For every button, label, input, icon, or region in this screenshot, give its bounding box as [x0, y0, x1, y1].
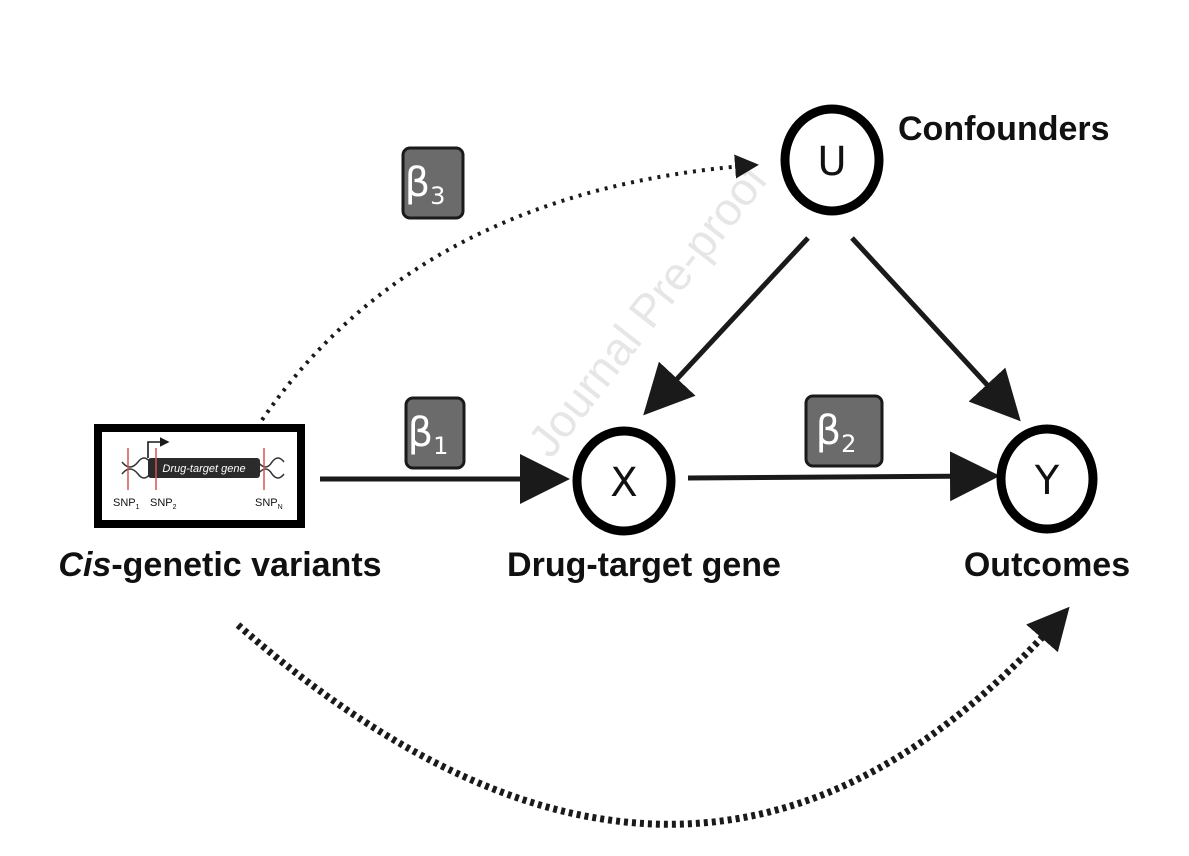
node-y-letter: Y	[1034, 458, 1060, 504]
beta-3-sub: 3	[430, 182, 445, 210]
beta-2-sub: 2	[841, 430, 856, 458]
variants-label: Cis-genetic variants	[58, 546, 381, 584]
beta-1-symbol: β	[408, 410, 434, 456]
arrow-variants-to-y	[235, 606, 1070, 828]
gene-bar-label: Drug-target gene	[162, 463, 245, 475]
svg-text:β3: β3	[405, 160, 446, 210]
arrow-u-to-y	[850, 236, 1021, 422]
svg-text:β2: β2	[816, 408, 857, 458]
snp-1-label: SNP1	[113, 497, 140, 511]
beta-2-symbol: β	[816, 408, 842, 454]
gene-bar	[148, 458, 260, 478]
node-x-label: Drug-target gene	[507, 546, 781, 584]
beta-3-badge: β3	[401, 146, 465, 220]
variants-label-italic: Cis	[58, 546, 111, 584]
arrow-u-to-x	[643, 236, 810, 416]
beta-3-symbol: β	[405, 160, 431, 206]
arrow-variants-to-u	[260, 154, 759, 422]
beta-1-sub: 1	[433, 432, 448, 460]
node-u-letter: U	[817, 139, 846, 185]
variants-label-rest: -genetic variants	[111, 546, 381, 584]
snp-2-label: SNP2	[150, 497, 177, 511]
svg-text:β1: β1	[408, 410, 449, 460]
dna-icon-right	[257, 457, 285, 479]
node-y-label: Outcomes	[964, 546, 1130, 584]
variants-box: Drug-target gene SNP1 SNP2 SNPN	[94, 424, 305, 528]
snp-n-label: SNPN	[255, 497, 283, 511]
node-y: Y	[996, 424, 1098, 534]
node-x-letter: X	[610, 460, 637, 506]
dna-icon-left	[121, 457, 151, 479]
beta-2-badge: β2	[804, 394, 884, 468]
arrow-x-to-y	[687, 451, 1000, 502]
node-u-label: Confounders	[898, 110, 1110, 148]
node-u: U	[780, 104, 884, 216]
node-x: X	[572, 426, 676, 536]
beta-1-badge: β1	[404, 396, 466, 470]
tss-arrow-icon	[147, 437, 170, 458]
